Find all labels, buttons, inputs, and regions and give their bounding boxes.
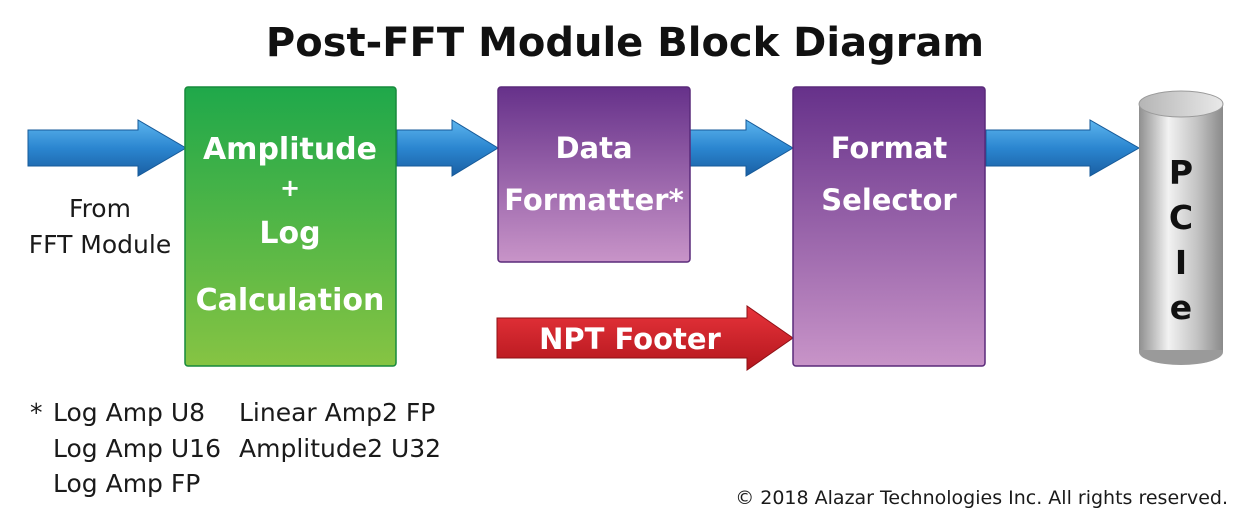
pcie-cylinder: P C I e (1138, 90, 1224, 365)
format-selector-block: Format Selector (792, 86, 986, 367)
pcie-letter-i: I (1175, 243, 1187, 282)
footnote-marker: * (30, 398, 43, 427)
amplitude-block-line2: + (280, 174, 300, 202)
formatter-block-line1: Data (555, 131, 632, 165)
amplitude-block-line3: Log (259, 216, 320, 251)
arrow-formatter-to-selector (689, 119, 794, 177)
pcie-letter-p: P (1169, 153, 1193, 192)
input-label-line2: FFT Module (29, 230, 171, 259)
data-formatter-block: Data Formatter* (497, 86, 691, 263)
footnote-item: Linear Amp2 FP (239, 398, 435, 427)
footnote-item: Log Amp U16 (53, 434, 221, 463)
input-label-line1: From (69, 194, 131, 223)
arrow-selector-to-pcie (985, 119, 1141, 177)
copyright-notice: © 2018 Alazar Technologies Inc. All righ… (735, 487, 1228, 509)
arrow-amplitude-to-formatter (396, 119, 499, 177)
footnote-item: Amplitude2 U32 (239, 434, 441, 463)
amplitude-block-line1: Amplitude (203, 132, 377, 167)
pcie-letter-c: C (1169, 198, 1193, 237)
selector-block-line2: Selector (821, 183, 957, 217)
formatter-block-line2: Formatter* (504, 183, 684, 217)
diagram-title: Post-FFT Module Block Diagram (266, 20, 984, 66)
footnote-item: Log Amp FP (53, 469, 200, 498)
amplitude-block-line4: Calculation (196, 283, 385, 318)
selector-block-line1: Format (831, 131, 948, 165)
pcie-letter-e: e (1170, 288, 1192, 327)
footnote-list: * Log Amp U8 Log Amp U16 Log Amp FP Line… (30, 398, 441, 498)
amplitude-log-block: Amplitude + Log Calculation (184, 86, 397, 367)
arrow-npt-footer: NPT Footer (496, 305, 794, 371)
arrow-input (27, 119, 187, 177)
footnote-item: Log Amp U8 (53, 398, 205, 427)
npt-footer-label: NPT Footer (539, 322, 721, 356)
